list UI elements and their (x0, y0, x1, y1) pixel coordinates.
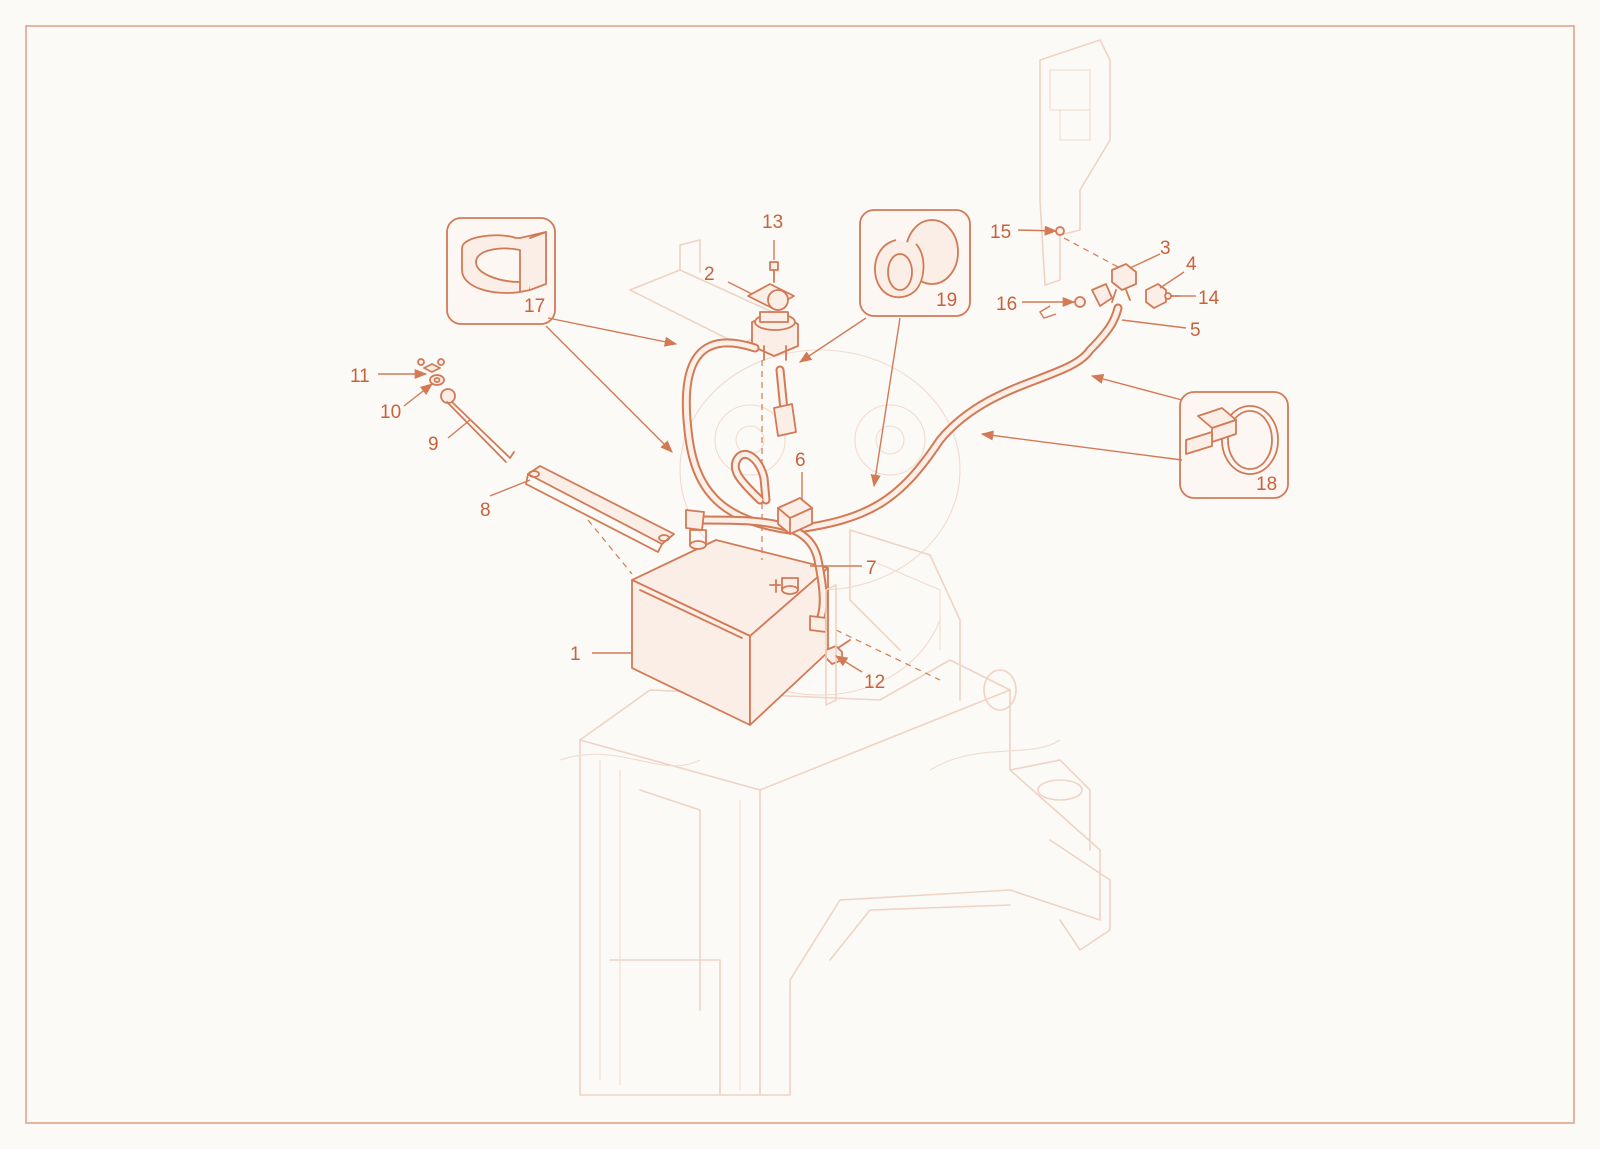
washer (429, 374, 445, 386)
connector-screw (1164, 292, 1181, 300)
mount-bolt (1055, 226, 1065, 236)
battery (631, 529, 829, 726)
callout-14: 14 (1198, 288, 1220, 309)
chassis-ghost (559, 39, 1111, 1096)
callout-8: 8 (480, 500, 491, 521)
disconnect-switch (747, 283, 799, 361)
terminal-cover (777, 497, 813, 535)
callout-labels: 1 2 3 4 5 6 7 8 9 10 11 12 13 14 15 16 1… (350, 212, 1277, 693)
main-cable-harness (681, 303, 1123, 535)
callout-9: 9 (428, 434, 439, 455)
panel-ghost-tab (1039, 305, 1057, 319)
callout-10: 10 (380, 402, 401, 423)
callout-7: 7 (866, 558, 877, 579)
battery-bracket (825, 584, 837, 706)
callout-19: 19 (936, 290, 957, 311)
callout-13: 13 (762, 212, 783, 233)
callout-18: 18 (1256, 474, 1277, 495)
frame-bolt (825, 639, 851, 665)
callout-15: 15 (990, 222, 1011, 243)
callout-5: 5 (1190, 320, 1201, 341)
page-border (25, 25, 1575, 1124)
cable-end-lug (1091, 283, 1113, 307)
callout-1: 1 (570, 644, 581, 665)
callout-11: 11 (350, 366, 370, 387)
callout-17: 17 (524, 296, 545, 317)
callout-3: 3 (1160, 238, 1171, 259)
callout-4: 4 (1186, 254, 1197, 275)
loop-cable (730, 449, 771, 505)
callout-6: 6 (795, 450, 806, 471)
hold-down-bar (525, 465, 675, 575)
bracket-align-line (835, 629, 941, 681)
inset-cable-tie (1179, 391, 1289, 499)
callout-2: 2 (704, 264, 715, 285)
callout-leaders (378, 225, 1196, 673)
connector-plug (1145, 283, 1167, 309)
inset-cable-clip (446, 217, 556, 325)
callout-12: 12 (864, 672, 885, 693)
wing-nut (417, 358, 445, 373)
switch-screw (769, 261, 779, 283)
hold-down-rod (440, 388, 515, 463)
connector-housing (1111, 263, 1137, 303)
connector-align-line (1063, 237, 1121, 269)
cable-nut (1074, 296, 1086, 308)
inset-grommet (859, 209, 971, 317)
callout-16: 16 (996, 294, 1017, 315)
